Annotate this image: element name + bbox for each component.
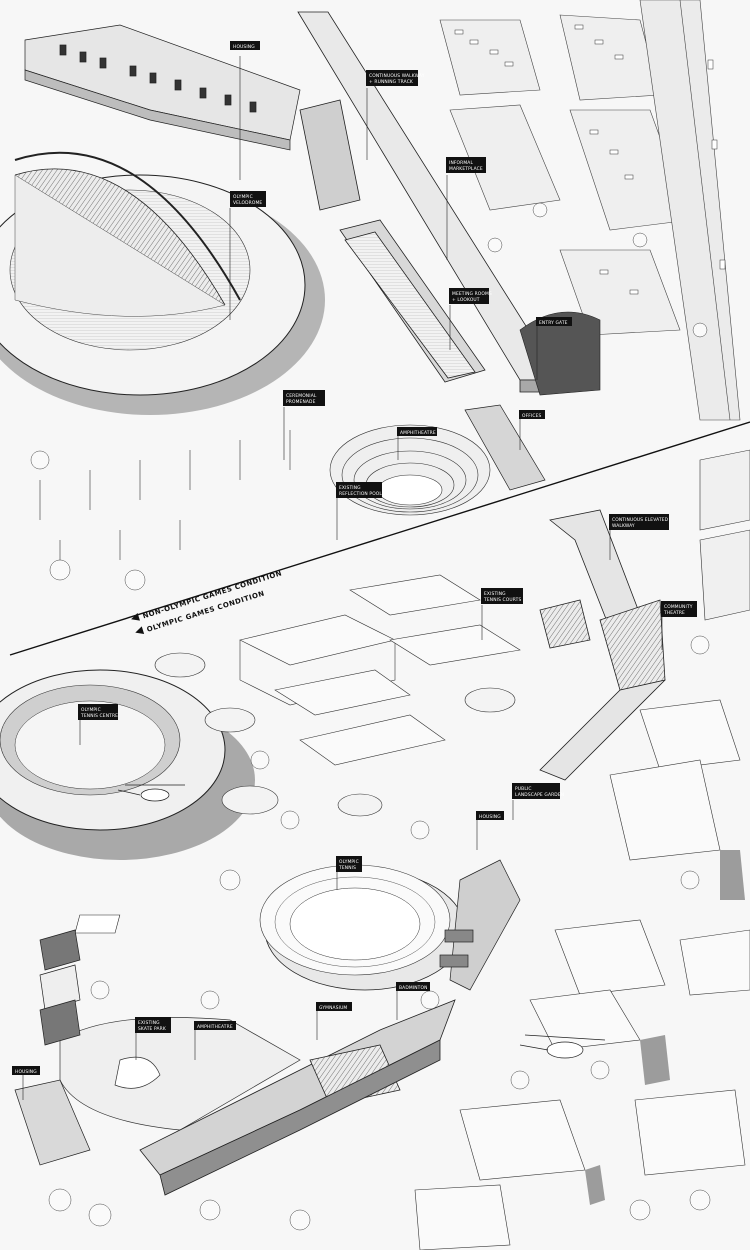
svg-text:LANDSCAPE GARDEN: LANDSCAPE GARDEN	[515, 792, 564, 798]
arrow-up-icon	[131, 613, 140, 621]
svg-text:WALKWAY: WALKWAY	[612, 523, 635, 529]
offices-block	[464, 404, 546, 491]
helicopter-right-icon	[519, 1034, 606, 1059]
svg-text:EXISTING: EXISTING	[484, 591, 506, 597]
label-housing-mid: HOUSING	[476, 811, 504, 820]
skate-park	[59, 1017, 301, 1131]
svg-text:CEREMONIAL: CEREMONIAL	[286, 393, 317, 399]
svg-text:TENNIS CENTRE: TENNIS CENTRE	[80, 713, 118, 719]
svg-text:INFORMAL: INFORMAL	[449, 160, 473, 166]
label-public-landscape-garden: PUBLIC LANDSCAPE GARDEN	[512, 783, 564, 799]
trees	[30, 202, 711, 1231]
neighbourhood-buildings	[414, 449, 750, 1251]
svg-text:OFFICES: OFFICES	[522, 413, 542, 419]
svg-text:REFLECTION POOL: REFLECTION POOL	[339, 491, 382, 497]
label-gymnasium: GYMNASIUM	[316, 1002, 352, 1011]
svg-text:MARKETPLACE: MARKETPLACE	[449, 166, 483, 172]
svg-text:OLYMPIC: OLYMPIC	[233, 194, 253, 200]
svg-text:AMPHITHEATRE: AMPHITHEATRE	[400, 430, 436, 436]
svg-text:OLYMPIC: OLYMPIC	[339, 859, 359, 865]
housing-block-top	[24, 24, 301, 151]
svg-text:+ LOOKOUT: + LOOKOUT	[452, 297, 480, 303]
arrow-down-icon	[135, 626, 145, 635]
svg-text:PUBLIC: PUBLIC	[515, 786, 532, 792]
circular-pavilions	[154, 652, 516, 817]
helicopter-left-icon	[117, 784, 185, 802]
gymnasium-bar	[139, 999, 456, 1196]
svg-text:COMMUNITY: COMMUNITY	[664, 604, 693, 610]
housing-block-bottom	[14, 929, 91, 1166]
svg-text:AMPHITHEATRE: AMPHITHEATRE	[197, 1024, 233, 1030]
building-shadows	[585, 850, 745, 1205]
olympic-velodrome	[0, 151, 325, 415]
svg-text:CONTINUOUS WALKWAY: CONTINUOUS WALKWAY	[369, 73, 425, 79]
label-housing-top: HOUSING	[230, 41, 260, 50]
svg-text:OLYMPIC: OLYMPIC	[81, 707, 101, 713]
label-offices: OFFICES	[519, 410, 545, 419]
svg-text:ENTRY GATE: ENTRY GATE	[539, 320, 568, 326]
svg-text:HOUSING: HOUSING	[479, 814, 501, 820]
svg-text:SKATE PARK: SKATE PARK	[138, 1026, 166, 1032]
condition-divider-line	[9, 421, 750, 656]
svg-text:CONTINUOUS ELEVATED: CONTINUOUS ELEVATED	[612, 517, 669, 523]
label-informal-marketplace: INFORMAL MARKETPLACE	[446, 157, 486, 173]
svg-text:TENNIS COURTS: TENNIS COURTS	[483, 597, 521, 603]
parked-cars	[454, 24, 726, 295]
svg-text:HOUSING: HOUSING	[233, 44, 255, 50]
continuous-elevated-walkway	[539, 509, 666, 781]
svg-text:TENNIS: TENNIS	[338, 865, 356, 871]
svg-text:GYMNASIUM: GYMNASIUM	[319, 1005, 347, 1011]
svg-text:EXISTING: EXISTING	[138, 1020, 160, 1026]
housing-towers-mid	[439, 859, 521, 991]
label-ceremonial-promenade: CEREMONIAL PROMENADE	[283, 390, 325, 406]
svg-text:MEETING ROOMS: MEETING ROOMS	[452, 291, 492, 297]
label-existing-tennis-courts: EXISTING TENNIS COURTS	[481, 588, 523, 604]
svg-text:HOUSING: HOUSING	[15, 1069, 37, 1075]
label-leader-lines	[22, 56, 663, 1100]
amphitheatre-top	[329, 424, 491, 516]
label-amphitheatre-bottom: AMPHITHEATRE	[194, 1021, 236, 1030]
label-amphitheatre-top: AMPHITHEATRE	[397, 427, 437, 436]
entry-gate	[519, 311, 601, 396]
label-olympic-tennis: OLYMPIC TENNIS	[336, 856, 362, 872]
olympic-tennis-arena	[74, 864, 466, 991]
svg-text:EXISTING: EXISTING	[339, 485, 361, 491]
label-housing-bottom: HOUSING	[12, 1066, 40, 1075]
label-existing-skate-park: EXISTING SKATE PARK	[135, 1017, 171, 1033]
label-entry-gate: ENTRY GATE	[536, 317, 572, 326]
parking-lots	[439, 0, 741, 421]
svg-text:THEATRE: THEATRE	[663, 610, 685, 616]
svg-text:BADMINTON: BADMINTON	[399, 985, 428, 991]
label-elevated-walkway: CONTINUOUS ELEVATED WALKWAY	[609, 514, 669, 530]
promenade-lamps	[39, 430, 291, 570]
meeting-rooms-bar	[299, 99, 486, 383]
svg-text:PROMENADE: PROMENADE	[286, 399, 316, 405]
label-reflection-pool: EXISTING REFLECTION POOL	[336, 482, 382, 498]
label-badminton: BADMINTON	[396, 982, 430, 991]
label-meeting-rooms: MEETING ROOMS + LOOKOUT	[449, 288, 492, 304]
label-olympic-velodrome: OLYMPIC VELODROME	[230, 191, 266, 207]
svg-text:+ RUNNING TRACK: + RUNNING TRACK	[369, 79, 413, 85]
label-continuous-walkway: CONTINUOUS WALKWAY + RUNNING TRACK	[366, 70, 425, 86]
svg-text:VELODROME: VELODROME	[233, 200, 262, 206]
olympic-tennis-centre	[0, 669, 255, 860]
label-olympic-tennis-centre: OLYMPIC TENNIS CENTRE	[78, 704, 118, 720]
label-community-theatre: COMMUNITY THEATRE	[661, 601, 697, 617]
existing-tennis-courts	[239, 574, 521, 766]
